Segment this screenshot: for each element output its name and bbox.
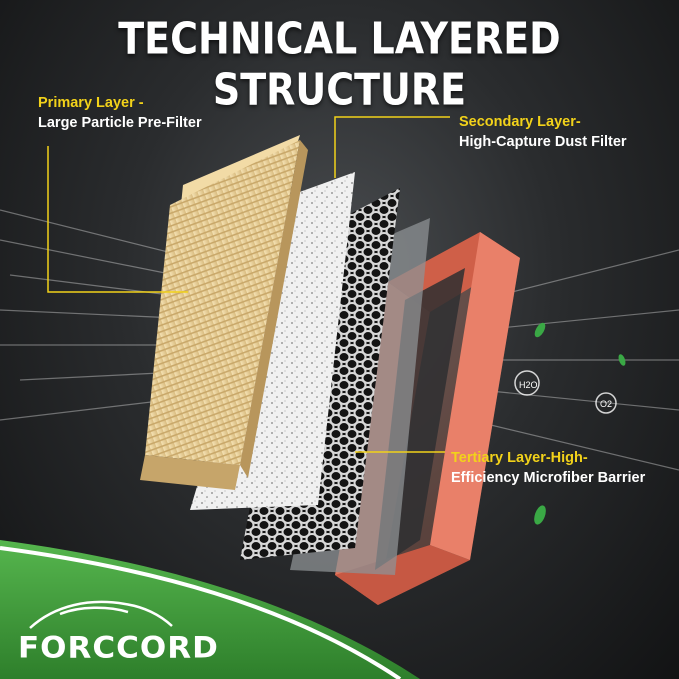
primary-layer-description: Large Particle Pre-Filter: [38, 114, 202, 131]
oxygen-molecule-label: O2: [600, 399, 612, 409]
callout-leaders: [47, 116, 450, 453]
secondary-layer-description: High-Capture Dust Filter: [459, 133, 627, 150]
brand-logo-text: FORCCORD: [18, 630, 219, 666]
car-logo-icon: [29, 600, 173, 629]
primary-layer-callout: Primary Layer - Large Particle Pre-Filte…: [38, 94, 202, 133]
primary-layer-heading: Primary Layer -: [38, 95, 144, 111]
molecule-bubbles: [514, 370, 617, 414]
green-swoosh: [0, 540, 420, 679]
tertiary-layer-callout: Tertiary Layer-High- Efficiency Microfib…: [451, 449, 645, 488]
tertiary-layer-description: Efficiency Microfiber Barrier: [451, 469, 646, 486]
pleated-filter: [140, 135, 308, 490]
page-title: TECHNICAL LAYERED STRUCTURE: [118, 13, 561, 115]
water-molecule-label: H2O: [519, 380, 538, 390]
secondary-layer-callout: Secondary Layer- High-Capture Dust Filte…: [459, 113, 627, 152]
airflow-streaks: [0, 209, 679, 471]
secondary-layer-heading: Secondary Layer-: [459, 114, 581, 130]
leaf-particles: [534, 322, 626, 525]
tertiary-layer-heading: Tertiary Layer-High-: [451, 450, 588, 466]
